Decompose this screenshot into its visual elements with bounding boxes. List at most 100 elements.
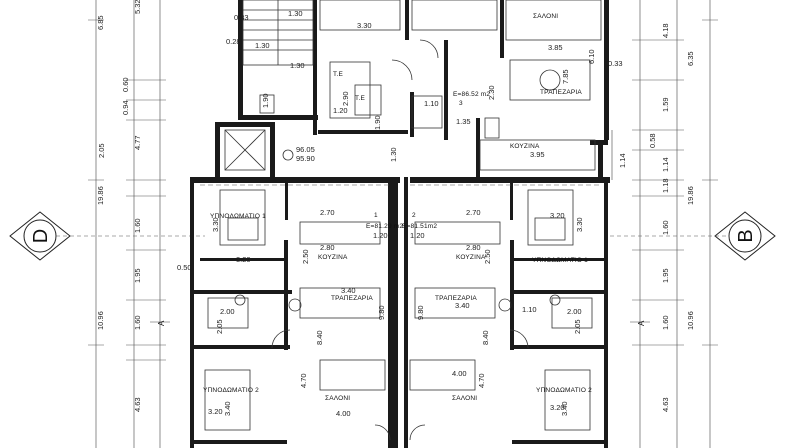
- left-dim-195: 1.95: [133, 268, 142, 283]
- left-dim-340b: 3.40: [223, 401, 232, 416]
- left-dim-205: 2.05: [97, 143, 106, 158]
- section-label-d: D: [30, 229, 52, 243]
- section-marker-left: D: [9, 211, 205, 261]
- te-label-2: T.E: [355, 95, 365, 102]
- right-dim-205: 2.05: [573, 319, 582, 334]
- left-dim-470: 4.70: [299, 373, 308, 388]
- level-top: 96.05: [296, 145, 315, 154]
- right-dim-340b: 3.40: [560, 401, 569, 416]
- wc-dim-230: 2.30: [487, 85, 496, 100]
- right-dim-110: 1.10: [522, 305, 537, 314]
- left-dim-270: 2.70: [320, 208, 335, 217]
- right-dimension-lines: [611, 0, 718, 448]
- top-trap-dim-033: 0.33: [608, 59, 623, 68]
- right-area-label: E=81.51m2: [402, 223, 437, 230]
- right-dim-418: 4.18: [661, 23, 670, 38]
- right-dim-840: 8.40: [481, 330, 490, 345]
- right-dim-1986: 19.86: [686, 186, 695, 205]
- building-walls: [190, 0, 610, 448]
- right-dim-330: 3.30: [575, 217, 584, 232]
- top-trapezaria: ΤΡΑΠΕΖΑΡΙΑ: [540, 89, 582, 96]
- interior-lines: [200, 0, 602, 441]
- right-dim-270: 2.70: [466, 208, 481, 217]
- right-dim-320: 3.20: [550, 211, 565, 220]
- stair-dim-130a: 1.30: [288, 9, 303, 18]
- right-area-number: 2: [412, 212, 416, 219]
- right-apartment-texts: ΥΠΝΟΔΩΜΑΤΙΟ 1 2.70 3.20 3.30 2 E=81.51m2…: [402, 208, 592, 416]
- left-dim-1986: 19.86: [96, 186, 105, 205]
- right-dim-159: 1.59: [661, 97, 670, 112]
- wc-dim-110: 1.10: [424, 99, 439, 108]
- top-saloni: ΣΑΛΟΝΙ: [533, 13, 558, 20]
- left-dim-320: 3.20: [236, 255, 251, 264]
- left-saloni: ΣΑΛΟΝΙ: [325, 395, 350, 402]
- right-bedroom1: ΥΠΝΟΔΩΜΑΤΙΟ 1: [532, 257, 588, 264]
- right-trapezaria: ΤΡΑΠΕΖΑΡΙΑ: [435, 295, 477, 302]
- left-dim-1096: 10.96: [96, 311, 105, 330]
- top-trap-dim-785: 7.85: [561, 69, 570, 84]
- left-dim-340: 3.40: [341, 286, 356, 295]
- left-dim-320b: 3.20: [208, 407, 223, 416]
- section-marker-right: B: [610, 211, 776, 261]
- left-dim-160b: 1.60: [133, 315, 142, 330]
- right-dim-980: 9.80: [416, 305, 425, 320]
- left-dim-050: 0.50: [177, 263, 192, 272]
- left-dim-532: 5.32: [133, 0, 142, 14]
- left-dim-463: 4.63: [133, 397, 142, 412]
- left-dim-060: 0.60: [121, 77, 130, 92]
- left-dim-200: 2.00: [220, 307, 235, 316]
- left-dim-120: 1.20: [373, 231, 388, 240]
- wc-dim-330: 3.30: [357, 21, 372, 30]
- wc-dim-120: 1.20: [333, 106, 348, 115]
- stair-dim-130b: 1.30: [255, 41, 270, 50]
- left-dim-980: 9.80: [377, 305, 386, 320]
- center-dim-130: 1.30: [389, 147, 398, 162]
- left-dim-685: 6.85: [96, 15, 105, 30]
- axis-label-left: A: [157, 320, 166, 326]
- left-bedroom2: ΥΠΝΟΔΩΜΑΤΙΟ 2: [203, 387, 259, 394]
- right-dim-400: 4.00: [452, 369, 467, 378]
- top-kouzina-dim: 3.95: [530, 150, 545, 159]
- right-dim-160a: 1.60: [661, 220, 670, 235]
- wc-dim-190: 1.90: [373, 115, 382, 130]
- right-dim-320b: 3.20: [550, 403, 565, 412]
- stair-dim-130c: 1.30: [290, 61, 305, 70]
- right-dim-114b: 1.14: [618, 153, 627, 168]
- right-dim-463: 4.63: [661, 397, 670, 412]
- section-label-b: B: [735, 229, 757, 242]
- left-dim-840: 8.40: [315, 330, 324, 345]
- te-label-1: T.E: [333, 71, 343, 78]
- top-kouzina: ΚΟΥΖΙΝΑ: [510, 143, 540, 150]
- left-dim-205: 2.05: [215, 319, 224, 334]
- left-kouzina: ΚΟΥΖΙΝΑ: [318, 254, 348, 261]
- left-dim-330: 3.30: [211, 217, 220, 232]
- right-dim-114a: 1.14: [661, 157, 670, 172]
- top-area-label: E=86.52 m2: [453, 91, 490, 98]
- left-area-number: 1: [374, 212, 378, 219]
- level-bottom: 95.90: [296, 154, 315, 163]
- right-dim-340: 3.40: [455, 301, 470, 310]
- stair-dim-033: 0.33: [234, 13, 249, 22]
- wc-dim-290: 2.90: [341, 91, 350, 106]
- left-dim-250: 2.50: [301, 249, 310, 264]
- left-dimension-lines: [88, 0, 166, 448]
- left-trapezaria: ΤΡΑΠΕΖΑΡΙΑ: [331, 295, 373, 302]
- axis-marker-left: A: [150, 320, 170, 326]
- top-saloni-dim: 3.85: [548, 43, 563, 52]
- right-dimension-texts: 6.35 19.86 10.96 4.18 1.59 1.14 1.18 1.6…: [618, 23, 695, 412]
- left-dim-160a: 1.60: [133, 218, 142, 233]
- left-bedroom1: ΥΠΝΟΔΩΜΑΤΙΟ 1: [210, 213, 266, 220]
- right-dim-635: 6.35: [686, 51, 695, 66]
- right-dim-058: 0.58: [648, 133, 657, 148]
- top-dim-190: 1.90: [261, 93, 270, 108]
- right-dim-160b: 1.60: [661, 315, 670, 330]
- right-dim-118: 1.18: [661, 178, 670, 193]
- left-dim-477: 4.77: [133, 135, 142, 150]
- right-dim-1096: 10.96: [686, 311, 695, 330]
- left-area-label: E=81.29 m2: [366, 223, 403, 230]
- left-dim-094: 0.94: [121, 100, 130, 115]
- right-dim-280: 2.80: [466, 243, 481, 252]
- left-dim-280: 2.80: [320, 243, 335, 252]
- right-saloni: ΣΑΛΟΝΙ: [452, 395, 477, 402]
